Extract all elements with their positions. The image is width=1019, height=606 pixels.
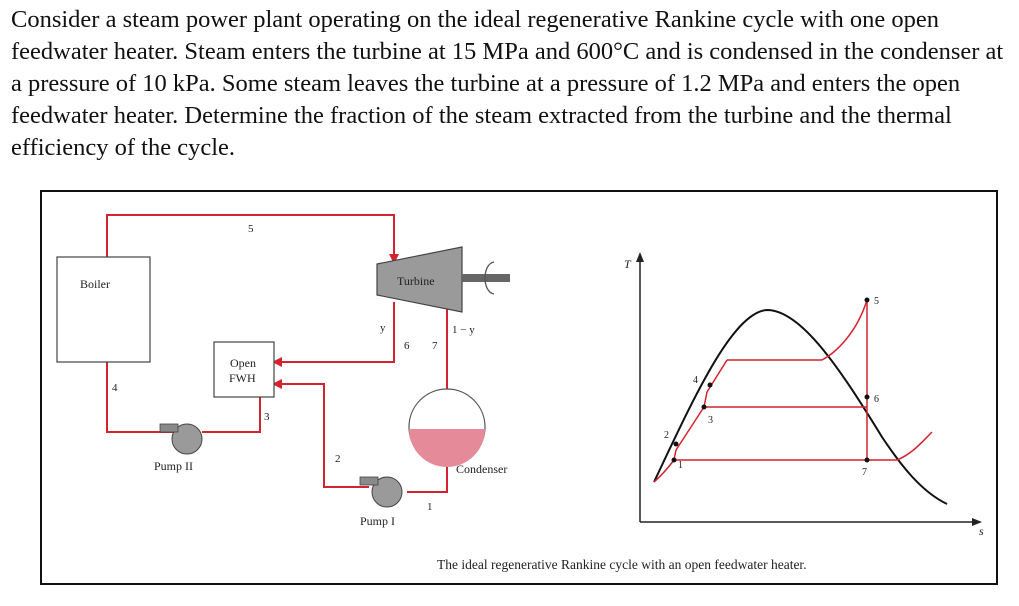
problem-statement: Consider a steam power plant operating o… — [11, 6, 1004, 161]
pipe-fwh-to-pump2 — [202, 397, 261, 433]
s-axis-arrow — [972, 518, 982, 526]
ts-label-7: 7 — [862, 467, 867, 478]
subcooled-extension — [653, 459, 675, 483]
pipe-condenser-to-pump1 — [407, 462, 448, 493]
ts-label-1: 1 — [678, 460, 683, 471]
ts-point-5 — [864, 297, 870, 303]
ts-point-3 — [701, 404, 707, 410]
ts-label-5: 5 — [874, 296, 879, 307]
schematic-state-3: 3 — [264, 411, 270, 423]
pipe-pump1-to-fwh — [274, 383, 369, 488]
saturation-dome — [653, 308, 948, 505]
ts-label-3: 3 — [708, 415, 713, 426]
pump-1-body — [371, 476, 403, 508]
pump-2 — [159, 423, 203, 455]
ts-point-7 — [864, 457, 870, 463]
pump-1 — [359, 476, 403, 508]
figure-drawing: Boiler Turbine Open FWH Condenser Pump I… — [56, 214, 984, 572]
ts-label-6: 6 — [874, 394, 879, 405]
process-2-3 — [675, 406, 705, 451]
schematic-state-y: y — [380, 322, 386, 334]
ts-point-4 — [707, 382, 713, 388]
turbine-shaft — [462, 274, 510, 282]
schematic-state-2: 2 — [335, 453, 341, 465]
condenser-water — [409, 429, 485, 467]
ts-point-6 — [864, 394, 870, 400]
t-axis-label: T — [624, 257, 632, 271]
state-points — [671, 297, 870, 463]
pipes — [106, 214, 448, 493]
ts-label-2: 2 — [664, 430, 669, 441]
open-fwh — [213, 341, 275, 398]
open-fwh-label-1: Open — [230, 356, 256, 370]
arrow-into-turbine — [389, 254, 399, 264]
schematic-state-7: 7 — [432, 340, 438, 352]
pipe-boiler-to-turbine — [106, 214, 395, 260]
arrow-into-fwh — [272, 357, 282, 367]
schematic-one-minus-y: 1 − y — [452, 324, 475, 336]
schematic-state-4: 4 — [112, 382, 118, 394]
s-axis-label: s — [979, 524, 984, 538]
pump-1-label: Pump I — [360, 514, 395, 528]
schematic-state-6: 6 — [404, 340, 410, 352]
ts-label-4: 4 — [693, 375, 698, 386]
schematic: Boiler Turbine Open FWH Condenser Pump I… — [56, 214, 510, 528]
shaft-rotation-icon — [484, 261, 495, 295]
condenser-label: Condenser — [456, 462, 507, 476]
turbine-label: Turbine — [397, 274, 435, 288]
open-fwh-label-2: FWH — [229, 371, 256, 385]
pipe-pump2-to-boiler — [106, 362, 177, 433]
boiler-label: Boiler — [80, 277, 110, 291]
pipe-turbine-extraction — [277, 302, 395, 363]
process-5-superheat — [821, 299, 868, 361]
figure-panel: Boiler Turbine Open FWH Condenser Pump I… — [40, 190, 998, 585]
turbine — [376, 246, 463, 313]
pump-2-body — [171, 423, 203, 455]
superheat-extension — [896, 431, 933, 461]
cycle-lines — [653, 299, 933, 483]
schematic-state-1: 1 — [427, 501, 433, 513]
ts-point-2 — [673, 441, 679, 447]
boiler — [56, 256, 151, 363]
figure-caption: The ideal regenerative Rankine cycle wit… — [437, 557, 807, 572]
pump-2-label: Pump II — [154, 459, 193, 473]
arrow-into-fwh-bottom — [272, 379, 282, 389]
pump-2-inlet — [159, 423, 179, 433]
t-axis-arrow — [636, 252, 644, 262]
ts-point-1 — [671, 457, 677, 463]
process-3-4 — [703, 391, 708, 408]
schematic-state-5: 5 — [248, 223, 254, 235]
ts-diagram: T s 1 2 3 — [624, 252, 984, 538]
pump-1-inlet — [359, 476, 379, 486]
